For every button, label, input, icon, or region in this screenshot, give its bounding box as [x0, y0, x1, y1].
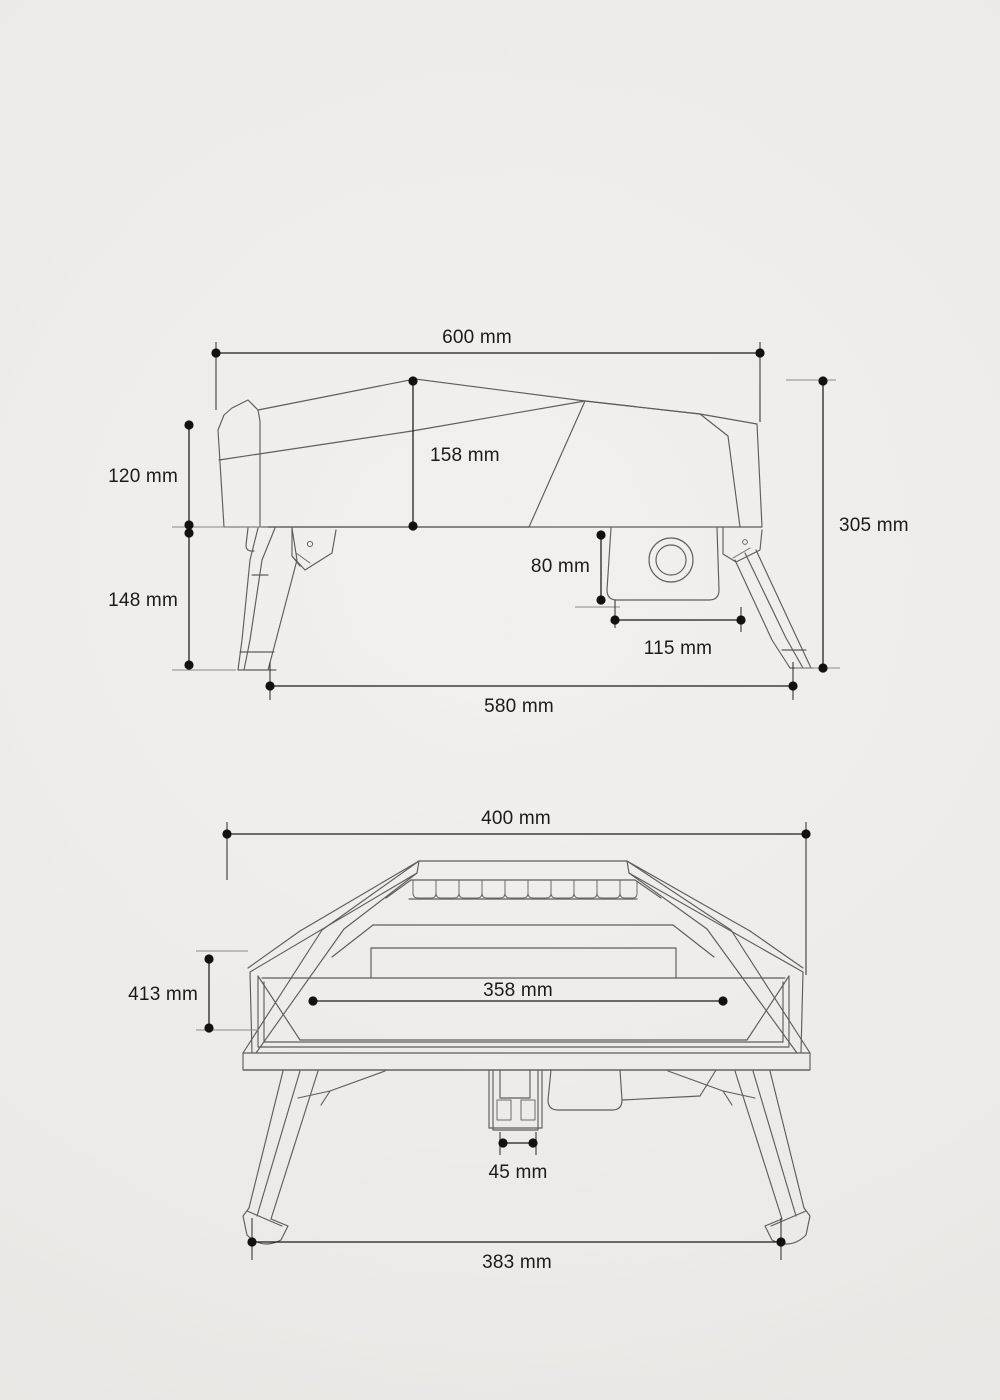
dimension-leg-height: 148 mm: [108, 528, 194, 670]
oven-opening-frame: [257, 924, 790, 1048]
dimension-label-358mm: 358 mm: [483, 980, 553, 1001]
dimension-label-400mm: 400 mm: [481, 808, 551, 829]
dimension-label-600mm: 600 mm: [442, 327, 512, 348]
right-leg-assembly: [722, 527, 814, 669]
dimension-label-580mm: 580 mm: [484, 696, 554, 717]
dimension-leg-span-width: 383 mm: [247, 1218, 786, 1273]
left-leg-front: [242, 1070, 386, 1245]
dimension-label-45mm: 45 mm: [488, 1162, 547, 1183]
dimension-opening-height: 413 mm: [128, 954, 214, 1033]
side-elevation-view: 600 mm 158 mm 120 mm 148 mm: [108, 327, 909, 717]
oven-hood-front-outline: [242, 860, 811, 1054]
oven-body-side-outline: [217, 378, 763, 528]
gas-inlet-column: [488, 1069, 543, 1131]
dimension-body-height: 158 mm: [408, 376, 500, 531]
burner-tray-front: [547, 1069, 717, 1111]
oven-base-shelf: [242, 1052, 811, 1071]
dimension-label-158mm: 158 mm: [430, 445, 500, 466]
right-leg-front: [667, 1070, 811, 1245]
dimension-label-120mm: 120 mm: [108, 466, 178, 487]
left-leg-assembly: [237, 527, 337, 671]
dimension-label-383mm: 383 mm: [482, 1252, 552, 1273]
reference-lines-front: [196, 950, 258, 1031]
vent-slot-strip: [385, 879, 662, 900]
dimension-burner-box-height: 80 mm: [531, 530, 606, 605]
dimension-label-115mm: 115 mm: [644, 638, 712, 659]
dimension-burner-box-width: 115 mm: [610, 600, 746, 659]
dimension-opening-width: 358 mm: [308, 980, 728, 1006]
dimension-label-80mm: 80 mm: [531, 556, 590, 577]
dimension-gas-inlet-width: 45 mm: [488, 1132, 547, 1183]
dimension-label-148mm: 148 mm: [108, 590, 178, 611]
dimension-leg-span-depth: 580 mm: [265, 662, 798, 717]
dimension-overall-front-width: 400 mm: [222, 808, 811, 975]
vent-slots: [412, 880, 638, 899]
burner-housing: [606, 527, 720, 601]
dimension-label-413mm: 413 mm: [128, 984, 198, 1005]
front-elevation-view: 400 mm 413 mm 358 mm 45 mm: [128, 808, 811, 1273]
dimension-overall-height: 305 mm: [818, 376, 909, 673]
dimension-overall-width: 600 mm: [211, 327, 765, 422]
dimension-body-front-height: 120 mm: [108, 420, 194, 530]
dimension-label-305mm: 305 mm: [839, 515, 909, 536]
